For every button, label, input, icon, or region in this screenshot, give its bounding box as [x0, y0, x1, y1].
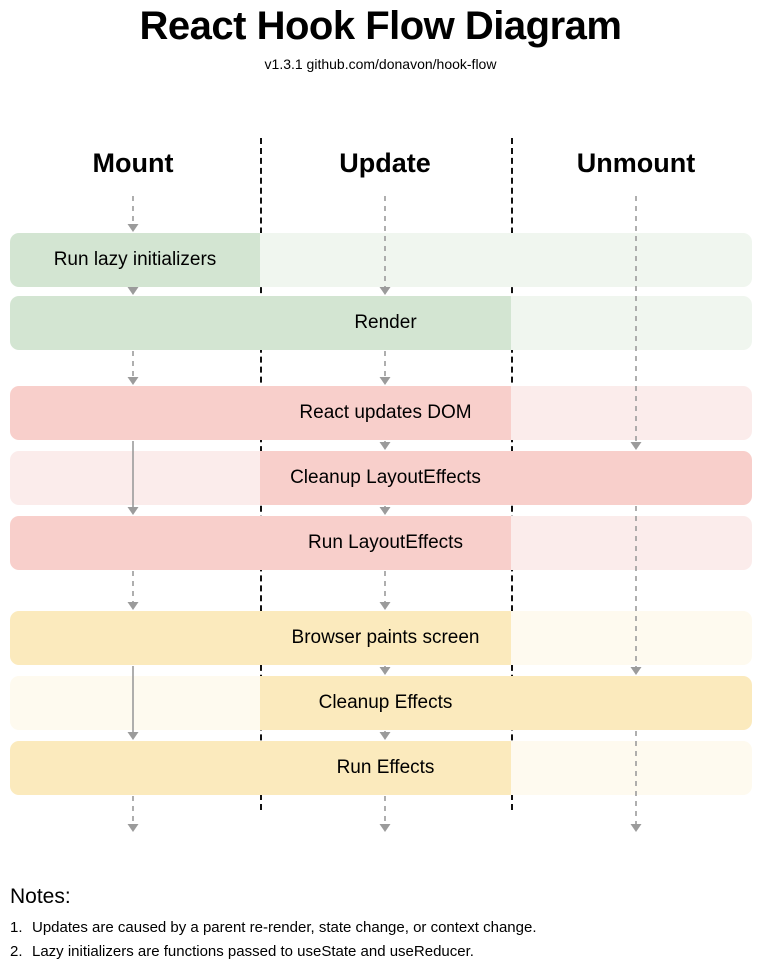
- flow-row-segment-mount: [10, 233, 260, 287]
- notes-section: Notes: 1. Updates are caused by a parent …: [10, 884, 750, 964]
- flow-row-label: Render: [354, 312, 417, 333]
- flow-row-segment-mount: [10, 516, 260, 570]
- flow-row: React updates DOM: [10, 386, 752, 440]
- notes-title: Notes:: [10, 885, 71, 908]
- flow-row-segment-update: [260, 296, 511, 350]
- note-number: 1.: [10, 919, 23, 936]
- flow-row-label: Run Effects: [336, 757, 435, 778]
- flow-row-segment-mount: [10, 296, 260, 350]
- note-number: 2.: [10, 943, 23, 960]
- note-item: 2. Lazy initializers are functions passed…: [10, 940, 750, 964]
- page-subtitle: v1.3.1 github.com/donavon/hook-flow: [264, 56, 497, 72]
- flow-row: Run lazy initializers: [10, 233, 752, 287]
- flow-row-segment-unmount: [511, 516, 752, 570]
- flow-row: Cleanup Effects: [10, 676, 752, 730]
- flow-row-segment-mount: [10, 451, 260, 505]
- flow-row-segment-unmount: [511, 296, 752, 350]
- flow-row-segment-mount: [10, 741, 260, 795]
- flow-row-label: React updates DOM: [299, 402, 472, 423]
- column-header-update: Update: [339, 148, 431, 178]
- flow-row-label: Browser paints screen: [291, 627, 480, 648]
- flow-row-segment-unmount: [511, 386, 752, 440]
- flow-row: Browser paints screen: [10, 611, 752, 665]
- note-text: Lazy initializers are functions passed t…: [32, 943, 474, 960]
- flow-row-segment-mount: [10, 676, 260, 730]
- flow-row-label: Cleanup LayoutEffects: [290, 467, 481, 488]
- flow-row: Run Effects: [10, 741, 752, 795]
- flow-row-segment-unmount: [511, 611, 752, 665]
- flow-row-segment-update: [260, 386, 511, 440]
- flow-row-segment-update: [260, 233, 511, 287]
- flow-row: Render: [10, 296, 752, 350]
- flow-row-segment-update: [260, 451, 511, 505]
- flow-row-segment-mount: [10, 386, 260, 440]
- column-header-unmount: Unmount: [576, 148, 696, 178]
- column-header-mount: Mount: [92, 148, 174, 178]
- flow-row-segment-mount: [10, 611, 260, 665]
- flow-row-segment-update: [260, 611, 511, 665]
- flow-row-label: Run LayoutEffects: [308, 532, 463, 553]
- flow-row-label: Run lazy initializers: [53, 249, 217, 270]
- flow-row: Run LayoutEffects: [10, 516, 752, 570]
- flow-row-segment-update: [260, 516, 511, 570]
- note-text: Updates are caused by a parent re-render…: [32, 919, 537, 936]
- flow-row-segment-unmount: [511, 451, 752, 505]
- flow-row-segment-update: [260, 676, 511, 730]
- flow-row-segment-unmount: [511, 233, 752, 287]
- notes-list: 1. Updates are caused by a parent re-rend…: [10, 916, 750, 964]
- page-title: React Hook Flow Diagram: [139, 4, 622, 48]
- column-headers: Mount Update Unmount: [0, 145, 761, 185]
- flow-row-segment-update: [260, 741, 511, 795]
- flow-row: Cleanup LayoutEffects: [10, 451, 752, 505]
- flow-row-segment-unmount: [511, 676, 752, 730]
- flow-row-segment-unmount: [511, 741, 752, 795]
- flow-row-label: Cleanup Effects: [318, 692, 453, 713]
- note-item: 1. Updates are caused by a parent re-rend…: [10, 916, 750, 940]
